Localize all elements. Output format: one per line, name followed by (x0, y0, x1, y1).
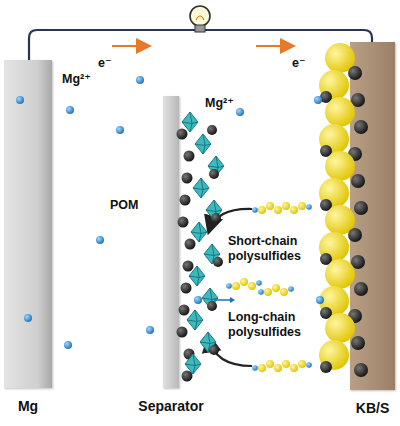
polysulfide-label: Short-chain polysulfides (226, 234, 310, 264)
carbon-ball (183, 261, 194, 272)
carbon-sphere (354, 363, 368, 377)
electrode-label: Separator (138, 398, 203, 414)
pom-octahedron (182, 112, 198, 132)
sulfur-sphere (325, 313, 355, 343)
carbon-ball (177, 129, 188, 140)
carbon-ball (185, 239, 196, 250)
carbon-sphere (320, 361, 332, 373)
pom-label: POM (108, 198, 140, 213)
mg-ion (64, 341, 72, 349)
carbon-sphere (348, 66, 362, 80)
polysulfide-label: Long-chain polysulfides (226, 310, 310, 340)
carbon-ball (182, 371, 193, 382)
mg-ion (66, 106, 74, 114)
polysulfide-chain (226, 278, 262, 290)
mg-ion (194, 296, 202, 304)
electron-label: e⁻ (290, 56, 308, 71)
carbon-ball (209, 345, 219, 355)
carbon-ball (181, 283, 192, 294)
carbon-sphere (354, 120, 368, 134)
pom-octahedron (187, 310, 203, 330)
carbon-sphere (348, 228, 362, 242)
carbon-sphere (351, 336, 365, 350)
pom-octahedron (195, 134, 211, 154)
electron-arrow (256, 45, 292, 47)
mg-ion (136, 76, 144, 84)
ion-arrow (214, 299, 230, 301)
ion-arrow-head (230, 297, 235, 303)
carbon-ball (178, 217, 189, 228)
light-bulb (190, 6, 210, 32)
mg-electrode: Mg (4, 60, 52, 388)
carbon-sphere (351, 174, 365, 188)
polysulfide-chain (252, 360, 312, 372)
mg-ion (236, 108, 244, 116)
carbon-ball (182, 173, 193, 184)
separator: Separator (163, 96, 179, 388)
wire (29, 30, 372, 60)
electrode-label: KB/S (356, 400, 389, 416)
polysulfide-chain (258, 284, 294, 296)
electrode-label: Mg (18, 398, 38, 414)
pom-octahedron (191, 222, 207, 242)
sulfur-sphere (325, 259, 355, 289)
carbon-ball (179, 305, 190, 316)
carbon-ball (207, 125, 217, 135)
polysulfide-chain (252, 202, 312, 214)
carbon-ball (177, 327, 188, 338)
carbon-ball (180, 195, 191, 206)
mg-ion (314, 96, 322, 104)
carbon-sphere (354, 201, 368, 215)
mg-ion (146, 326, 154, 334)
carbon-ball (184, 151, 195, 162)
pom-octahedron (189, 266, 205, 286)
ion-label: Mg²⁺ (60, 72, 93, 87)
mg-ion (16, 96, 24, 104)
carbon-sphere (354, 282, 368, 296)
mg-ion (316, 296, 324, 304)
sulfur-sphere (325, 97, 355, 127)
sulfur-sphere (325, 151, 355, 181)
mg-ion (24, 314, 32, 322)
ion-label: Mg²⁺ (203, 96, 236, 111)
mg-ion (96, 236, 104, 244)
carbon-ball (213, 257, 223, 267)
carbon-ball (207, 301, 217, 311)
carbon-ball (209, 169, 219, 179)
pom-octahedron (193, 178, 209, 198)
mg-ion (116, 126, 124, 134)
electron-arrow (112, 45, 148, 47)
electron-label: e⁻ (96, 56, 114, 71)
carbon-ball (211, 213, 221, 223)
